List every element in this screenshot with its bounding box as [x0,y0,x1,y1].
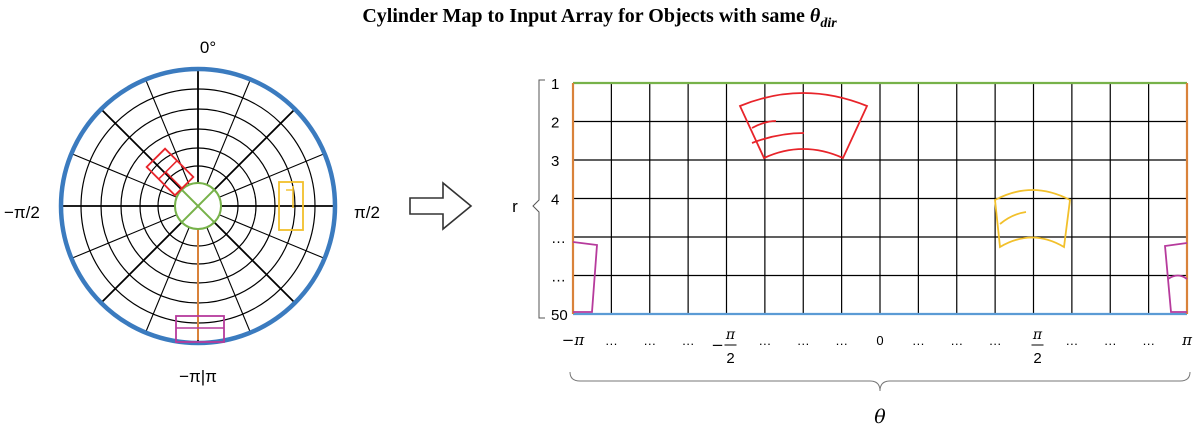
col-label: … [1142,333,1155,348]
row-label: 4 [551,192,559,209]
polar-spoke [101,109,183,191]
polar-yellow-object [278,181,304,231]
polar-view: 0° −π/2 π/2 −π|π [4,38,380,386]
col-label: π [1181,331,1193,349]
polar-red-object [145,147,195,197]
col-label: … [950,333,963,348]
polar-spoke [206,227,251,332]
row-labels: 1 2 3 4 … … 50 [551,76,568,324]
polar-spoke [145,227,190,332]
polar-spoke [72,214,177,259]
col-label-sign: − [711,336,724,354]
column-labels: −π………−π2………0………π2………π [562,327,1193,367]
col-label-numerator: π [725,327,736,343]
polar-label-bottom: −π|π [179,367,217,386]
title-theta-subscript: dir [820,16,837,31]
polar-spoke [219,214,324,259]
row-label: … [551,269,566,286]
polar-spoke [206,80,251,185]
col-label: … [758,333,771,348]
col-label-numerator: π [1032,327,1043,343]
polar-spoke [145,80,190,185]
r-axis-label: r [512,197,518,216]
polar-label-top: 0° [200,38,216,57]
map-arrow-icon [409,181,473,231]
col-label: 0 [876,333,883,348]
col-label: … [1065,333,1078,348]
polar-spokes [62,70,334,342]
col-label: … [797,333,810,348]
array-red-object [738,92,869,160]
array-magenta-object-left [572,241,598,313]
row-label: 2 [551,115,559,132]
col-label-denominator: 2 [726,350,734,367]
polar-spoke [72,153,177,198]
polar-center-cross-b [180,188,216,224]
title-theta-symbol: θ [809,5,821,27]
polar-spoke [219,153,324,198]
polar-label-right: π/2 [354,203,380,222]
title-text: Cylinder Map to Input Array for Objects … [362,5,810,27]
diagram-title: Cylinder Map to Input Array for Objects … [0,5,1199,32]
row-label: … [551,230,566,247]
col-label: … [643,333,656,348]
col-label: … [989,333,1002,348]
array-magenta-object-right [1164,242,1188,313]
polar-spoke [101,221,183,303]
row-label: 50 [551,307,568,324]
col-label: … [1104,333,1117,348]
col-label: … [835,333,848,348]
col-label-denominator: 2 [1033,350,1041,367]
col-label: … [912,333,925,348]
col-label: … [605,333,618,348]
polar-spoke [213,221,295,303]
array-yellow-object [994,189,1071,249]
r-bracket [532,79,545,319]
polar-outer-circle [58,66,338,346]
col-label: … [682,333,695,348]
theta-axis-label: θ [874,406,886,428]
grid-lines [573,83,1187,314]
row-label: 3 [551,153,559,170]
polar-label-left: −π/2 [4,203,40,222]
col-label: −π [562,331,586,349]
row-label: 1 [551,76,559,93]
polar-spoke [213,109,295,191]
polar-magenta-object [175,315,225,343]
theta-brace [569,371,1191,392]
